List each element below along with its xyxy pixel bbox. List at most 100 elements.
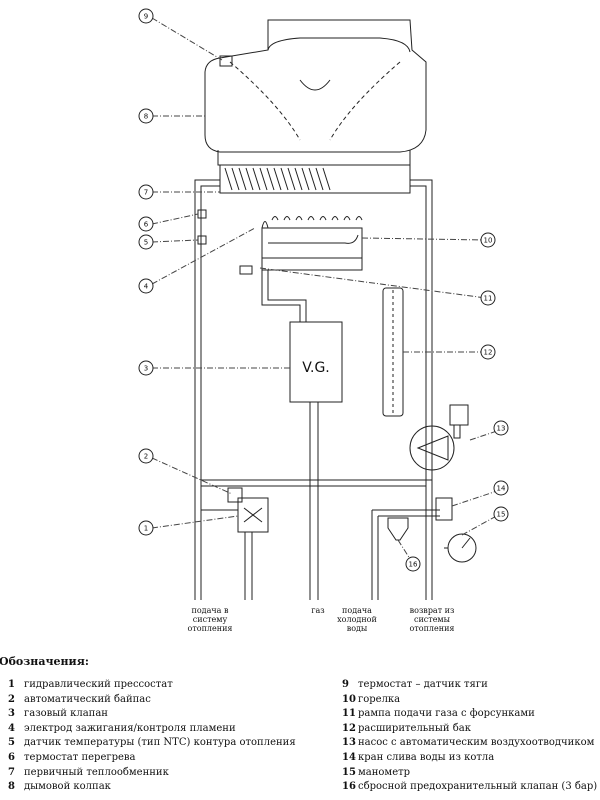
legend-text: кран слива воды из котла [358, 751, 495, 763]
callouts: 9 8 7 6 5 4 3 2 1 10 11 12 13 14 15 16 [138, 8, 509, 572]
legend-num: 16 [342, 781, 356, 793]
callout-4 [138, 278, 154, 294]
legend-item: 3 газовый клапан [8, 707, 296, 722]
callout-13-text: 13 [497, 425, 506, 433]
callout-1 [138, 520, 154, 536]
legend-text: насос с автоматическим воздухоотводчиком [358, 737, 595, 749]
callout-9 [138, 8, 154, 24]
legend-item: 5 датчик температуры (тип NTC) контура от… [8, 736, 296, 751]
bottom-manifold [200, 479, 440, 600]
callout-11 [480, 290, 496, 306]
callout-2 [138, 448, 154, 464]
legend-num: 13 [342, 737, 356, 749]
boiler-schematic: 9 8 7 6 5 4 3 2 1 10 11 12 13 14 15 16 V… [138, 8, 509, 600]
sensors [197, 209, 253, 275]
drain-and-gauge [435, 497, 477, 563]
callout-6 [138, 216, 154, 232]
legend-num: 5 [8, 737, 15, 749]
legend-item: 1 гидравлический прессостат [8, 678, 296, 693]
legend-left-column: 1 гидравлический прессостат 2 автоматическ… [8, 678, 296, 795]
legend-num: 15 [342, 766, 356, 778]
legend-title: Обозначения: [0, 655, 89, 668]
callout-2-text: 2 [144, 453, 148, 461]
legend-num: 4 [8, 722, 15, 734]
legend-num: 11 [342, 708, 356, 720]
legend-text: манометр [358, 766, 411, 778]
callout-10 [480, 232, 496, 248]
callout-12 [480, 344, 496, 360]
callout-1-text: 1 [144, 525, 148, 533]
legend-num: 1 [8, 679, 15, 690]
legend-num: 14 [342, 751, 356, 763]
legend-num: 12 [342, 722, 356, 734]
callout-8-text: 8 [144, 113, 148, 121]
heating-circuit-pipes [194, 179, 433, 600]
callout-7-text: 7 [144, 189, 148, 197]
callout-6-text: 6 [144, 221, 149, 229]
flue-hood [204, 19, 427, 166]
callout-14 [493, 480, 509, 496]
callout-15 [493, 506, 509, 522]
legend-item: 4 электрод зажигания/контроля пламени [8, 722, 296, 737]
legend-text: газовый клапан [24, 708, 108, 720]
legend-text: рампа подачи газа с форсунками [358, 708, 535, 720]
label-gas: газ [311, 606, 325, 615]
expansion-tank [382, 287, 404, 417]
callout-11-text: 11 [484, 295, 493, 303]
pump [409, 404, 469, 471]
callout-13 [493, 420, 509, 436]
legend-text: термостат – датчик тяги [358, 679, 488, 690]
callout-9-text: 9 [144, 13, 148, 21]
callout-5-text: 5 [144, 239, 148, 247]
draft-sensor [219, 55, 233, 67]
callout-14-text: 14 [497, 485, 506, 493]
legend-item: 6 термостат перегрева [8, 751, 296, 766]
callout-7 [138, 184, 154, 200]
legend-text: электрод зажигания/контроля пламени [24, 722, 236, 734]
callout-3-text: 3 [144, 365, 148, 373]
callout-12-text: 12 [484, 349, 493, 357]
heat-exchanger [219, 164, 411, 194]
legend-num: 3 [8, 708, 15, 720]
callout-5 [138, 234, 154, 250]
callout-8 [138, 108, 154, 124]
legend-text: горелка [358, 693, 401, 705]
legend-item: 8 дымовой колпак [8, 780, 296, 795]
legend-text: датчик температуры (тип NTC) контура ото… [24, 737, 296, 749]
callout-16-text: 16 [409, 561, 418, 569]
pressure-switch [227, 487, 269, 600]
legend-num: 6 [8, 751, 15, 763]
gas-pipe [261, 262, 343, 600]
callout-16 [405, 556, 421, 572]
legend-text: сбросной предохранительный клапан (3 бар… [358, 781, 598, 793]
legend-text: гидравлический прессостат [24, 679, 173, 690]
legend-item: 7 первичный теплообменник [8, 766, 296, 781]
label-heating-return: возврат из системы отопления [409, 606, 455, 633]
callout-15-text: 15 [497, 511, 506, 519]
gas-valve-label: V.G. [302, 360, 330, 376]
burner [261, 216, 363, 271]
legend-text: дымовой колпак [24, 781, 111, 793]
legend-text: термостат перегрева [24, 751, 136, 763]
label-cold-water: подача холодной воды [337, 606, 377, 633]
legend-text: первичный теплообменник [24, 766, 169, 778]
legend-item: 2 автоматический байпас [8, 693, 296, 708]
callout-3 [138, 360, 154, 376]
legend-num: 7 [8, 766, 15, 778]
legend-text: автоматический байпас [24, 693, 151, 705]
label-heating-supply: подача в систему отопления [187, 606, 233, 633]
callout-10-text: 10 [484, 237, 493, 245]
legend-num: 10 [342, 693, 356, 705]
legend-num: 2 [8, 693, 15, 705]
legend-num: 8 [8, 781, 15, 793]
safety-valve [387, 517, 409, 541]
